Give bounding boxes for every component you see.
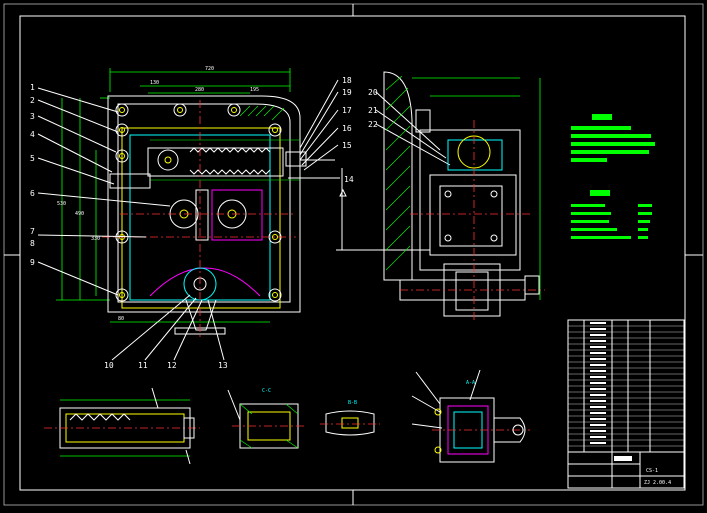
bolt-holes: [115, 103, 282, 302]
callout-6: 6: [30, 189, 35, 198]
dimension-texts: 720 130 280 195 530 490 330 80: [57, 66, 259, 322]
callout-17: 17: [342, 106, 352, 115]
technical-notes: [571, 114, 655, 239]
dim-490: 490: [75, 211, 84, 217]
callout-numbers-bottom: 10 11 12 13: [104, 361, 228, 370]
parts-list-entry-mark: [590, 364, 606, 366]
callout-19: 19: [342, 88, 352, 97]
parts-list-entry-mark: [590, 334, 606, 336]
dim-195: 195: [250, 87, 259, 93]
section-c-c: C-C: [227, 388, 304, 449]
hatch-pattern: [239, 105, 285, 121]
parts-list-entry-mark: [590, 346, 606, 348]
parts-list-entry-mark: [590, 406, 606, 408]
dim-130: 130: [150, 80, 159, 86]
parts-list-entry-mark: [590, 430, 606, 432]
callout-13: 13: [218, 361, 228, 370]
section-a-a: A-A: [411, 369, 530, 463]
dim-overall-width: 720: [205, 66, 214, 72]
callout-4: 4: [30, 130, 35, 139]
parts-list-entry-mark: [590, 412, 606, 414]
callout-20: 20: [368, 88, 378, 97]
parts-list-table: [567, 319, 685, 453]
parts-list-entry-mark: [590, 328, 606, 330]
parts-list-entry-mark: [590, 376, 606, 378]
callout-3: 3: [30, 112, 35, 121]
dim-530: 530: [57, 201, 66, 207]
title-block: CS-1 ZJ 2.00.4: [567, 451, 685, 489]
callout-15: 15: [342, 141, 352, 150]
side-view: [383, 71, 545, 320]
callout-11: 11: [138, 361, 148, 370]
parts-list-entry-mark: [590, 358, 606, 360]
parts-list-entry-mark: [590, 388, 606, 390]
title-block-code: ZJ 2.00.4: [644, 480, 671, 486]
parts-list-entry-mark: [590, 436, 606, 438]
section-b-b: B-B: [320, 400, 380, 436]
callout-numbers-right: 18 19 17 16 15 14: [342, 76, 354, 184]
parts-list-entry-mark: [590, 352, 606, 354]
callout-18: 18: [342, 76, 352, 85]
leader-lines: [37, 79, 451, 361]
callout-5: 5: [30, 154, 35, 163]
parts-list-entry-mark: [590, 418, 606, 420]
shaft-detail-view: [44, 387, 200, 465]
dim-330: 330: [91, 236, 100, 242]
title-block-name: CS-1: [646, 468, 658, 474]
callout-16: 16: [342, 124, 352, 133]
section-a-a-label: A-A: [466, 380, 475, 386]
callout-1: 1: [30, 83, 35, 92]
callout-8: 8: [30, 239, 35, 248]
callout-21: 21: [368, 106, 378, 115]
section-c-c-label: C-C: [262, 388, 271, 394]
parts-list-entry-mark: [590, 400, 606, 402]
main-front-view: [56, 68, 430, 340]
dim-280: 280: [195, 87, 204, 93]
section-b-b-label: B-B: [348, 400, 357, 406]
callout-14: 14: [344, 175, 354, 184]
parts-list-entry-mark: [590, 424, 606, 426]
callout-10: 10: [104, 361, 114, 370]
callout-numbers-left: 1 2 3 4 5 6 7 8 9: [30, 83, 35, 267]
parts-list-entry-mark: [590, 382, 606, 384]
parts-list-entry-mark: [590, 394, 606, 396]
outer-border: [3, 3, 704, 506]
callout-9: 9: [30, 258, 35, 267]
callout-12: 12: [167, 361, 177, 370]
parts-list-entry-mark: [590, 340, 606, 342]
callout-22: 22: [368, 120, 378, 129]
callout-2: 2: [30, 96, 35, 105]
gear-rack: [189, 147, 271, 175]
parts-list-entry-mark: [590, 442, 606, 444]
callout-numbers-side: 20 21 22: [368, 88, 378, 129]
callout-7: 7: [30, 227, 35, 236]
dim-80: 80: [118, 316, 124, 322]
parts-list-entry-mark: [590, 370, 606, 372]
parts-list-entry-mark: [590, 322, 606, 324]
